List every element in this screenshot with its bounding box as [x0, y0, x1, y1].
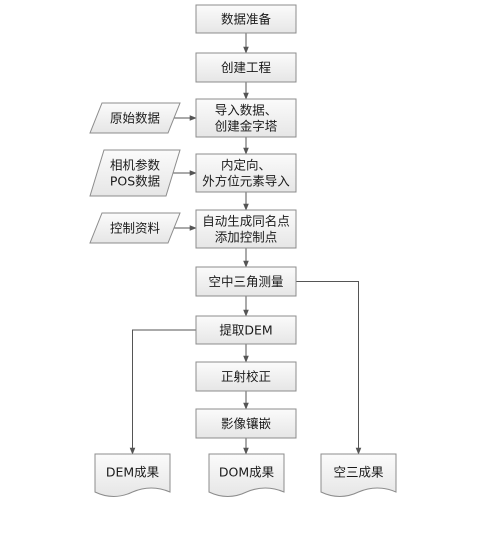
process-import-label-2: 创建金字塔 — [215, 119, 278, 134]
input-control-label-1: 控制资料 — [110, 221, 161, 236]
process-orient-label-1: 内定向、 — [221, 158, 271, 173]
process-box — [195, 408, 297, 439]
process-ortho-label-1: 正射校正 — [221, 369, 271, 384]
process-project: 创建工程 — [195, 52, 297, 83]
output-domout: DOM成果 — [208, 453, 285, 497]
process-box — [195, 98, 297, 138]
input-parallelogram — [89, 102, 181, 134]
process-box — [195, 4, 297, 34]
output-document — [320, 453, 397, 497]
input-camera-label-2: POS数据 — [110, 174, 160, 189]
input-parallelogram — [89, 212, 181, 244]
output-aeroout: 空三成果 — [320, 453, 397, 497]
process-aerotri-label-1: 空中三角测量 — [208, 274, 283, 289]
process-box — [195, 52, 297, 83]
process-dem: 提取DEM — [195, 315, 297, 345]
process-box — [195, 315, 297, 345]
input-parallelogram — [89, 149, 181, 197]
process-import: 导入数据、创建金字塔 — [195, 98, 297, 138]
input-control: 控制资料 — [89, 212, 181, 244]
process-orient-label-2: 外方位元素导入 — [202, 174, 290, 189]
process-mosaic: 影像镶嵌 — [195, 408, 297, 439]
process-dem-label-1: 提取DEM — [219, 323, 272, 338]
connector-layer — [129, 33, 362, 455]
output-demout-label-1: DEM成果 — [106, 465, 160, 480]
node-layer: 数据准备创建工程导入数据、创建金字塔内定向、外方位元素导入自动生成同名点添加控制… — [89, 4, 397, 497]
process-ortho: 正射校正 — [195, 361, 297, 392]
process-aerotri: 空中三角测量 — [195, 266, 297, 297]
output-domout-label-1: DOM成果 — [219, 465, 275, 480]
process-box — [195, 153, 297, 193]
process-box — [195, 361, 297, 392]
process-tiepoints-label-2: 添加控制点 — [215, 230, 278, 245]
process-prep-label-1: 数据准备 — [221, 12, 272, 27]
process-project-label-1: 创建工程 — [221, 60, 272, 75]
process-mosaic-label-1: 影像镶嵌 — [221, 416, 271, 431]
process-box — [195, 266, 297, 297]
output-document — [94, 453, 171, 497]
arrow-dem-to-demout — [129, 329, 196, 455]
process-orient: 内定向、外方位元素导入 — [195, 153, 297, 193]
process-box — [195, 209, 297, 249]
output-aeroout-label-1: 空三成果 — [333, 465, 384, 480]
output-document — [208, 453, 285, 497]
input-camera-label-1: 相机参数 — [110, 158, 161, 173]
process-tiepoints-label-1: 自动生成同名点 — [202, 214, 290, 229]
process-prep: 数据准备 — [195, 4, 297, 34]
process-import-label-1: 导入数据、 — [215, 103, 278, 118]
arrow-aerotri-to-aeroout — [296, 281, 362, 455]
output-demout: DEM成果 — [94, 453, 171, 497]
input-raw: 原始数据 — [89, 102, 181, 134]
input-raw-label-1: 原始数据 — [110, 111, 160, 126]
